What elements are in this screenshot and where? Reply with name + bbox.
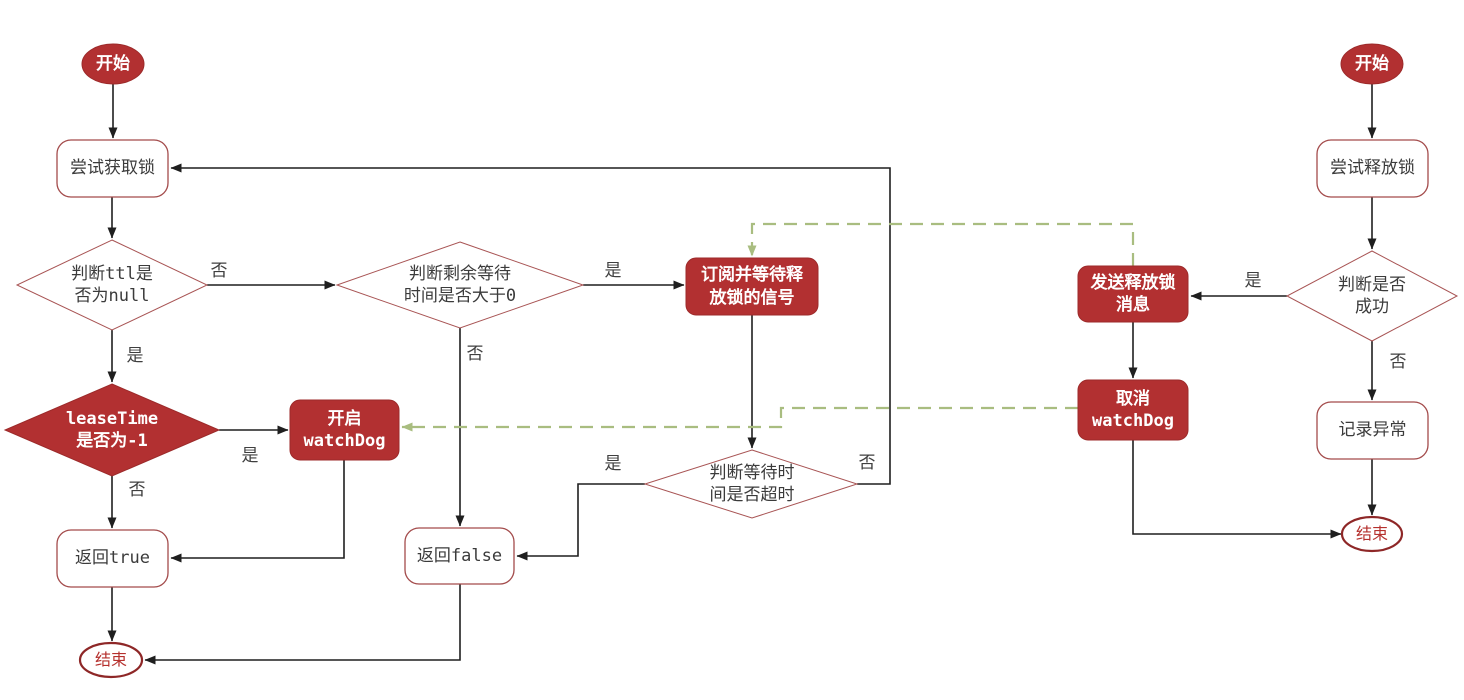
process-return-true xyxy=(56,529,169,588)
decision-remaining-wait-time xyxy=(335,241,585,329)
decision-leasetime-minus1 xyxy=(3,383,221,477)
decision-release-success xyxy=(1285,250,1459,342)
end-node-release xyxy=(1340,515,1404,553)
edge-returnfalse-endL xyxy=(144,584,461,665)
edge-dashed-cancel-watchdogstart xyxy=(401,406,1078,432)
edge-cancelwatchdog-endR xyxy=(1132,440,1342,539)
edge-watchdogstart-returntrue xyxy=(170,460,345,563)
process-cancel-watchdog xyxy=(1077,379,1189,441)
process-start-watchdog xyxy=(289,399,400,461)
decision-wait-timeout xyxy=(643,449,859,519)
edge-dashed-releasemsg-subscribe xyxy=(747,222,1135,266)
end-node-acquire xyxy=(78,641,144,679)
process-send-release-message xyxy=(1077,265,1189,323)
process-try-acquire-lock xyxy=(56,139,169,198)
process-log-exception xyxy=(1316,401,1429,460)
process-try-release-lock xyxy=(1316,139,1429,198)
start-node-release xyxy=(1340,43,1404,85)
edge-timeout-yes-returnfalse xyxy=(516,483,645,561)
process-subscribe-wait-signal xyxy=(685,257,819,316)
edge-timeout-no-loopback xyxy=(170,163,891,485)
process-return-false xyxy=(404,527,515,585)
start-node-acquire xyxy=(81,43,145,85)
decision-ttl-null xyxy=(15,239,209,331)
